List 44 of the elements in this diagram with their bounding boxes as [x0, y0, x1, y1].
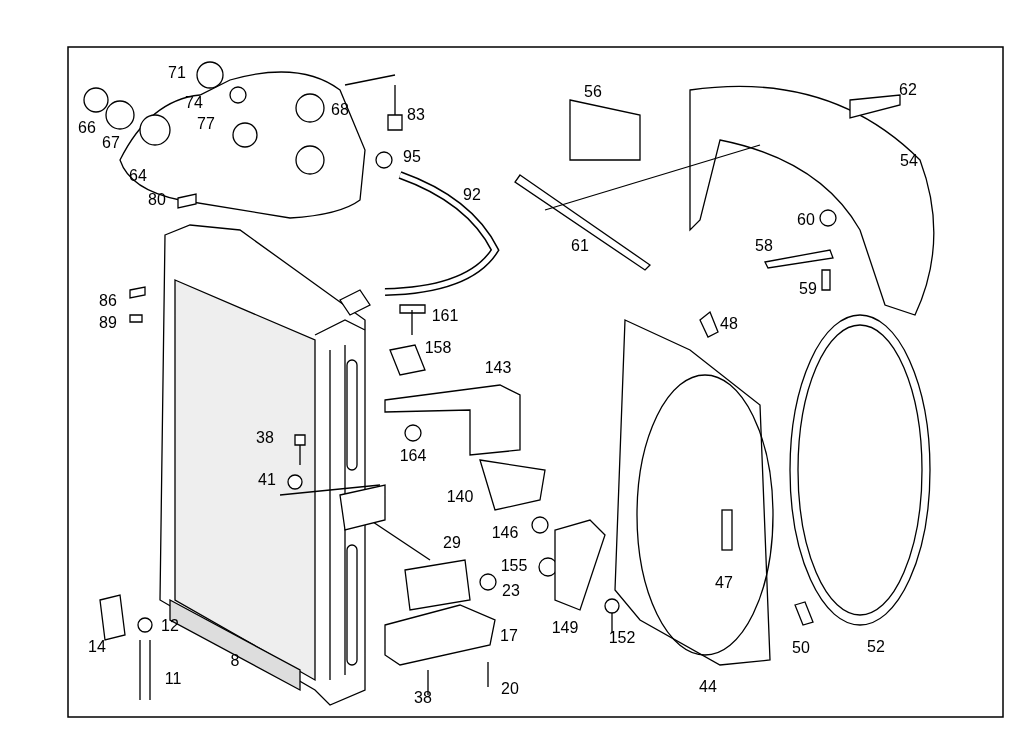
callout-number: 92: [463, 186, 481, 204]
callout-number: 62: [899, 81, 917, 99]
callout-number: 11: [164, 670, 182, 688]
callout-number: 161: [431, 307, 459, 325]
callout-number: 38: [256, 429, 274, 447]
callout-number: 56: [584, 83, 602, 101]
callout-number: 86: [99, 292, 117, 310]
callout-number: 61: [571, 237, 589, 255]
callout-number: 66: [78, 119, 96, 137]
callout-number: 146: [491, 524, 519, 542]
callout-number: 44: [699, 678, 717, 696]
callout-number: 67: [102, 134, 120, 152]
callout-number: 23: [502, 582, 520, 600]
callout-number: 47: [715, 574, 733, 592]
callout-number: 77: [197, 115, 215, 133]
callout-number: 58: [755, 237, 773, 255]
callout-number: 14: [88, 638, 106, 656]
callout-number: 64: [129, 167, 147, 185]
callout-number: 12: [161, 617, 179, 635]
callout-number: 140: [446, 488, 474, 506]
callout-number: 158: [424, 339, 452, 357]
callout-number: 95: [403, 148, 421, 166]
callout-number: 83: [407, 106, 425, 124]
callout-number: 8: [230, 652, 240, 670]
callout-number: 17: [500, 627, 518, 645]
callout-number: 164: [399, 447, 427, 465]
callout-number: 60: [797, 211, 815, 229]
callout-number: 71: [168, 64, 186, 82]
callout-number: 143: [484, 359, 512, 377]
callout-number: 155: [500, 557, 528, 575]
callout-number: 50: [792, 639, 810, 657]
callout-number: 48: [720, 315, 738, 333]
callout-number: 41: [258, 471, 276, 489]
callout-number: 80: [148, 191, 166, 209]
callout-number: 38: [414, 689, 432, 707]
callout-number: 152: [608, 629, 636, 647]
callout-number: 52: [867, 638, 885, 656]
callout-number: 89: [99, 314, 117, 332]
callout-number: 54: [900, 152, 918, 170]
callout-number: 20: [501, 680, 519, 698]
callout-number: 59: [799, 280, 817, 298]
callout-number: 68: [331, 101, 349, 119]
callout-number: 149: [551, 619, 579, 637]
callout-number: 29: [443, 534, 461, 552]
